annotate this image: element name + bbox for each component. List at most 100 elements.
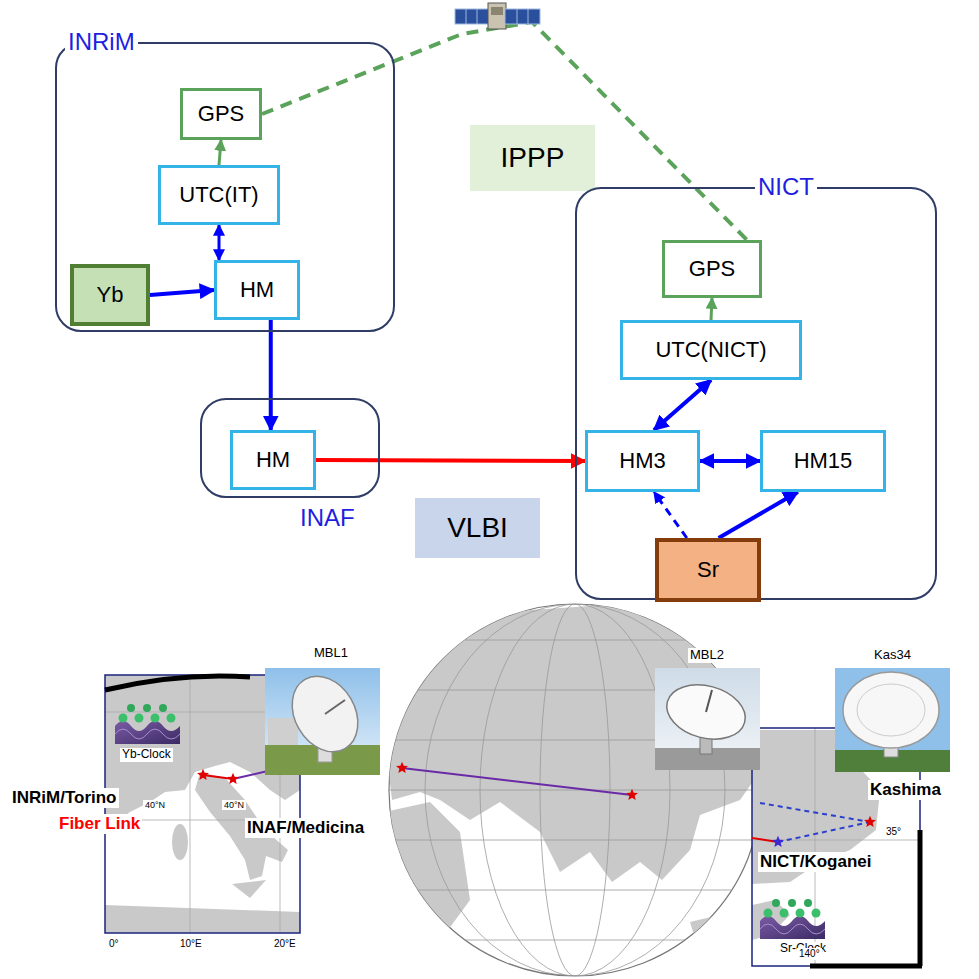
- box-label: Yb: [97, 283, 124, 307]
- box-label: HM: [256, 448, 290, 472]
- optical-clock-box: Sr: [655, 538, 761, 602]
- globe: [389, 790, 761, 791]
- site-name: Kashima: [868, 780, 943, 800]
- mbl2-photo: [655, 668, 760, 770]
- box-label: HM15: [794, 449, 853, 473]
- satellite-icon: [488, 3, 506, 29]
- italy-map: [190, 675, 191, 933]
- map-label: MBL2: [688, 648, 726, 663]
- site-group: INRiMGPSUTC(IT)YbHM: [55, 42, 395, 332]
- map-label: 20°E: [272, 938, 298, 950]
- lattice-clock-icon: [760, 899, 825, 939]
- box-label: IPPP: [501, 143, 565, 174]
- mbl1-photo: [268, 718, 298, 748]
- mbl2-photo: [661, 677, 752, 748]
- japan-map: [772, 836, 784, 847]
- site-name: Fiber Link: [57, 814, 142, 834]
- box-label: VLBI: [447, 513, 508, 544]
- kas34-photo: [857, 684, 925, 736]
- signal-arrow: [700, 459, 760, 463]
- kas34-photo: [835, 668, 950, 772]
- signal-arrow: [150, 290, 214, 295]
- japan-map: [760, 803, 870, 822]
- globe: [380, 940, 770, 941]
- globe: [402, 768, 632, 795]
- italy-map: [105, 905, 300, 933]
- mbl1-photo: [265, 664, 380, 775]
- globe: [396, 762, 408, 773]
- hydrogen-maser-box: HM: [230, 430, 316, 490]
- globe: [380, 604, 770, 976]
- globe: [380, 890, 770, 891]
- group-title: INRiM: [65, 30, 138, 54]
- box-label: UTC(NICT): [655, 338, 766, 362]
- italy-map: [172, 824, 188, 860]
- box-label: HM: [240, 278, 274, 302]
- map-label: 40°N: [143, 800, 167, 810]
- italy-map: [227, 773, 239, 784]
- site-group: INAFHM: [200, 398, 380, 498]
- satellite-icon: [477, 9, 478, 24]
- dashed-link: [654, 492, 687, 538]
- box-label: GPS: [198, 102, 244, 126]
- globe: [380, 604, 770, 976]
- method-box: IPPP: [470, 125, 595, 191]
- kas34-photo: [835, 668, 950, 772]
- hydrogen-maser-box: HM: [214, 260, 300, 320]
- time-scale-box: UTC(NICT): [620, 320, 802, 380]
- satellite-icon: [517, 9, 518, 24]
- group-title: INAF: [297, 506, 358, 530]
- globe: [380, 604, 770, 976]
- satellite-icon: [505, 9, 540, 24]
- italy-map: [197, 769, 209, 780]
- lattice-clock-icon: [115, 704, 825, 939]
- lattice-clock-icon: [115, 704, 180, 744]
- japan-map: [778, 822, 870, 842]
- globe: [380, 840, 770, 841]
- method-box: VLBI: [415, 498, 540, 558]
- box-label: HM3: [619, 449, 665, 473]
- signal-arrow: [316, 460, 585, 461]
- globe: [690, 910, 760, 962]
- time-scale-box: UTC(IT): [158, 165, 280, 225]
- gps-receiver-box: GPS: [662, 240, 762, 298]
- map-label: MBL1: [312, 646, 350, 661]
- box-label: UTC(IT): [179, 183, 258, 207]
- globe: [626, 789, 638, 800]
- satellite-icon: [466, 9, 467, 24]
- japan-map: [864, 816, 876, 827]
- site-name: INAF/Medicina: [245, 818, 366, 838]
- site-group: NICTGPSUTC(NICT)HM3HM15Sr: [575, 187, 937, 600]
- signal-arrow: [218, 225, 221, 260]
- mbl2-photo: [706, 690, 712, 712]
- globe: [380, 640, 770, 641]
- mbl2-photo: [655, 668, 760, 770]
- signal-arrow: [219, 140, 221, 165]
- box-label: Sr: [697, 558, 719, 582]
- signal-arrow: [654, 380, 711, 430]
- box-label: GPS: [689, 257, 735, 281]
- italy-map: [232, 880, 266, 898]
- map-label: 140°: [797, 948, 822, 960]
- site-name: INRiM/Torino: [10, 788, 119, 808]
- optical-clock-box: Yb: [70, 264, 150, 326]
- map-label: Kas34: [872, 648, 913, 663]
- signal-arrow: [719, 492, 798, 538]
- dashed-link: [262, 22, 747, 240]
- map-label: 10°E: [178, 938, 204, 950]
- japan-map: [810, 964, 922, 969]
- kas34-photo: [843, 672, 939, 748]
- satellite-icon: [491, 7, 503, 15]
- map-label: 40°N: [222, 800, 246, 810]
- japan-map: [918, 830, 923, 966]
- italy-map: [105, 676, 250, 690]
- group-title: NICT: [755, 175, 817, 199]
- hydrogen-maser-box: HM3: [585, 430, 700, 492]
- satellite-icon: [455, 9, 489, 24]
- signal-arrow: [269, 320, 273, 430]
- satellite-icon: [455, 3, 540, 29]
- signal-arrow: [711, 298, 712, 320]
- mbl1-photo: [325, 700, 345, 714]
- site-name: NICT/Koganei: [758, 852, 873, 872]
